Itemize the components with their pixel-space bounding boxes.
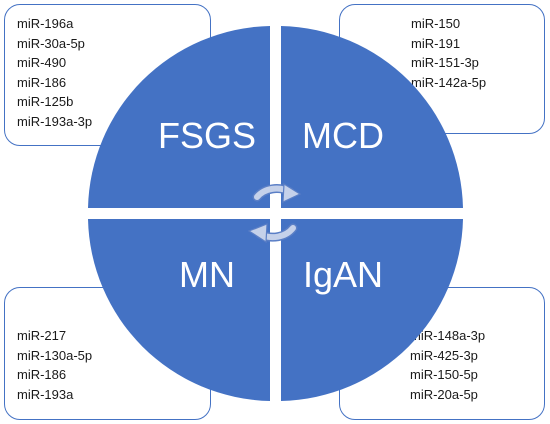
mirna-item: miR-186: [17, 367, 67, 382]
fsgs-quadrant-shape: [88, 26, 270, 208]
mirna-item: miR-193a: [17, 386, 74, 402]
circular-arrows-icon: [247, 182, 302, 244]
mirna-item: miR-151-3p: [411, 55, 479, 70]
quadrant-igan: IgAN: [281, 219, 463, 401]
fsgs-label: FSGS: [158, 115, 256, 156]
mn-label: MN: [179, 254, 235, 295]
mirna-item: miR-142a-5p: [411, 74, 487, 90]
mirna-item: miR-150: [411, 16, 461, 31]
mirna-item: miR-425-3p: [410, 347, 478, 363]
mirna-item: miR-30a-5p: [17, 35, 85, 51]
mcd-label: MCD: [302, 115, 384, 156]
fsgs-mirna-list: miR-196a miR-30a-5p miR-490 miR-186 miR-…: [17, 14, 92, 131]
mcd-mirna-list: miR-150 miR-191 miR-151-3p miR-142a-5p: [411, 14, 486, 92]
mirna-item: miR-217: [17, 328, 67, 343]
igan-mirna-list: miR-148a-3p miR-425-3p miR-150-5p miR-20…: [410, 326, 485, 404]
mirna-item: miR-490: [17, 55, 67, 70]
mn-mirna-list: miR-217 miR-130a-5p miR-186 miR-193a: [17, 326, 92, 404]
igan-label: IgAN: [303, 254, 383, 295]
mirna-item: miR-125b: [17, 94, 74, 109]
mirna-item: miR-148a-3p: [410, 328, 486, 343]
mirna-item: miR-20a-5p: [410, 386, 478, 402]
mirna-item: miR-191: [411, 35, 461, 51]
mirna-item: miR-193a-3p: [17, 113, 93, 129]
igan-quadrant-shape: [281, 219, 463, 401]
mn-quadrant-shape: [88, 219, 270, 401]
quadrant-mcd: MCD: [281, 26, 463, 208]
mirna-item: miR-130a-5p: [17, 347, 93, 363]
quadrant-mn: MN: [88, 219, 270, 401]
mirna-item: miR-150-5p: [410, 367, 478, 382]
mirna-item: miR-186: [17, 74, 67, 90]
quadrant-fsgs: FSGS: [88, 26, 270, 208]
mcd-quadrant-shape: [281, 26, 463, 208]
mirna-item: miR-196a: [17, 16, 74, 31]
